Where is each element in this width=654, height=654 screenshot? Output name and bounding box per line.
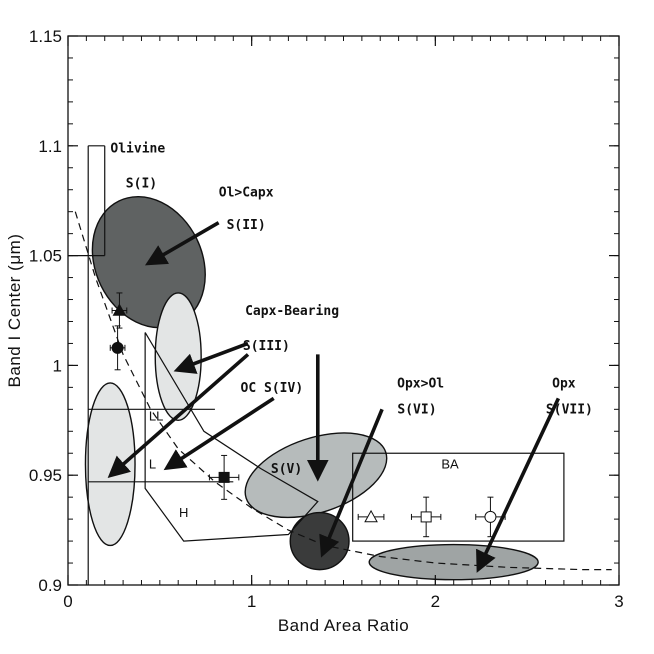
meteorite-label-0: LL [149, 408, 163, 423]
region-label-6: OC S(IV) [241, 381, 304, 396]
y-axis-title: Band I Center (μm) [5, 234, 24, 388]
ellipse-0 [91, 195, 206, 329]
x-tick-label-3: 3 [614, 592, 623, 611]
y-tick-label-4: 1.1 [38, 137, 62, 156]
arrow-1 [173, 341, 249, 374]
meteorite-label-1: L [149, 457, 156, 472]
region-label-2: Ol>Capx [219, 185, 274, 200]
point-5 [484, 510, 497, 523]
ba-box [352, 452, 565, 542]
region-label-10: Opx [552, 376, 576, 391]
arrow-3 [163, 396, 275, 471]
y-tick-label-1: 0.95 [29, 466, 62, 485]
arrow-6 [476, 397, 561, 573]
region-label-4: Capx-Bearing [245, 304, 339, 319]
point-1 [111, 341, 124, 354]
point-0 [112, 303, 127, 316]
point-3 [364, 509, 378, 523]
arrow-5 [319, 408, 384, 558]
ellipse-2 [84, 382, 136, 547]
x-tick-label-2: 2 [431, 592, 440, 611]
ellipse-4 [289, 511, 350, 571]
arrow-2 [107, 353, 250, 478]
y-tick-label-0: 0.9 [38, 576, 62, 595]
meteorite-label-3: BA [441, 457, 459, 472]
region-label-1: S(I) [126, 177, 157, 192]
region-label-5: S(III) [243, 339, 290, 354]
region-label-0: Olivine [110, 141, 165, 156]
meteorite-lines [68, 145, 612, 585]
ellipse-5 [368, 543, 539, 581]
dashed-curve [74, 211, 612, 571]
region-label-11: S(VII) [546, 403, 593, 418]
meteorite-label-2: H [179, 505, 188, 520]
point-2 [218, 471, 230, 483]
region-label-8: Opx>Ol [397, 376, 444, 391]
x-axis-title: Band Area Ratio [278, 616, 409, 635]
arrows [107, 221, 561, 573]
region-label-9: S(VI) [397, 403, 436, 418]
point-4 [420, 511, 432, 523]
region-label-3: S(II) [227, 218, 266, 233]
data-points [109, 292, 506, 538]
region-ellipses [84, 195, 539, 581]
x-tick-label-0: 0 [63, 592, 72, 611]
region-label-7: S(V) [271, 462, 302, 477]
x-tick-label-1: 1 [247, 592, 256, 611]
arrow-0 [144, 221, 220, 266]
y-tick-label-5: 1.15 [29, 27, 62, 46]
y-tick-label-2: 1 [53, 356, 62, 375]
y-tick-label-3: 1.05 [29, 247, 62, 266]
